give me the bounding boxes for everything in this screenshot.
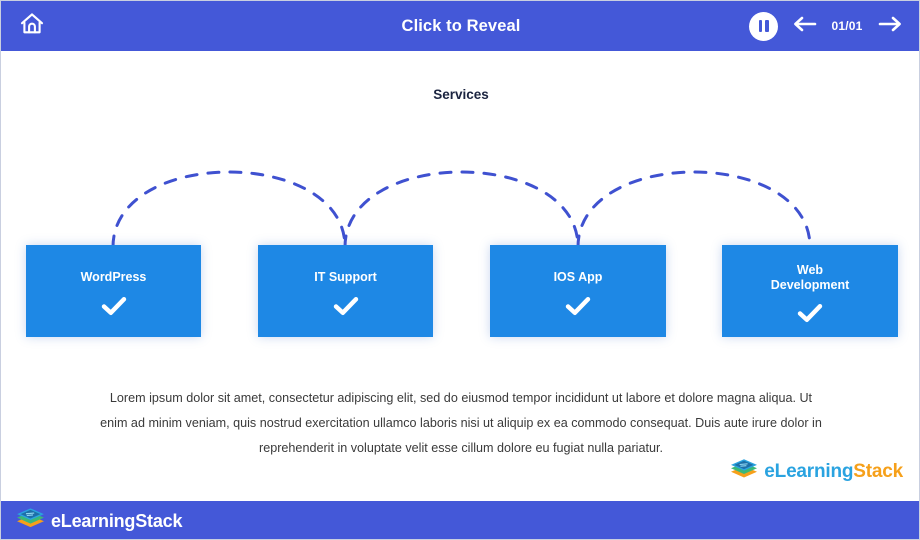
brand-text: eLearningStack — [764, 461, 903, 483]
service-card-wordpress[interactable]: WordPress — [26, 245, 201, 337]
arc-connector-1 — [111, 170, 347, 249]
layers-stack-icon — [15, 507, 46, 536]
footer-brand-text-primary: eLearning — [51, 510, 136, 531]
arrow-right-icon — [878, 15, 903, 38]
arrow-left-icon — [792, 15, 817, 38]
pause-icon — [758, 20, 769, 32]
service-card-list: WordPress IT Support IOS App — [1, 245, 919, 337]
service-card-label: Web Development — [770, 262, 850, 292]
service-card-web-development[interactable]: Web Development — [722, 245, 898, 337]
service-card-label: IT Support — [314, 270, 377, 284]
page-indicator: 01/01 — [831, 19, 863, 33]
footer-brand-text: eLearningStack — [51, 511, 182, 532]
arc-connector-2 — [343, 170, 580, 249]
check-icon — [797, 302, 823, 324]
section-heading: Services — [433, 87, 489, 102]
slide-content: Services WordPress IT Support — [1, 51, 919, 501]
page-title: Click to Reveal — [401, 16, 521, 35]
player-toolbar: Click to Reveal 01/01 — [1, 1, 919, 51]
previous-button[interactable] — [791, 13, 817, 39]
home-button[interactable] — [15, 10, 49, 42]
brand-text-secondary: Stack — [853, 461, 903, 482]
check-icon — [333, 294, 359, 316]
footer-bar: eLearningStack — [1, 501, 919, 539]
footer-brand-logo: eLearningStack — [15, 507, 182, 536]
arc-connector-3 — [576, 170, 812, 249]
brand-logo: eLearningStack — [729, 458, 903, 486]
footer-brand-text-secondary: Stack — [135, 510, 183, 531]
layers-stack-icon — [729, 458, 759, 486]
service-card-it-support[interactable]: IT Support — [258, 245, 433, 337]
service-card-label: WordPress — [80, 270, 147, 284]
brand-text-primary: eLearning — [764, 461, 854, 482]
service-card-ios-app[interactable]: IOS App — [490, 245, 666, 337]
check-icon — [101, 294, 127, 316]
pause-button[interactable] — [749, 11, 778, 41]
next-button[interactable] — [877, 13, 903, 39]
player-controls: 01/01 — [749, 1, 903, 51]
body-paragraph: Lorem ipsum dolor sit amet, consectetur … — [100, 391, 822, 455]
service-card-label: IOS App — [553, 270, 603, 284]
home-icon — [19, 11, 45, 41]
check-icon — [565, 294, 591, 316]
